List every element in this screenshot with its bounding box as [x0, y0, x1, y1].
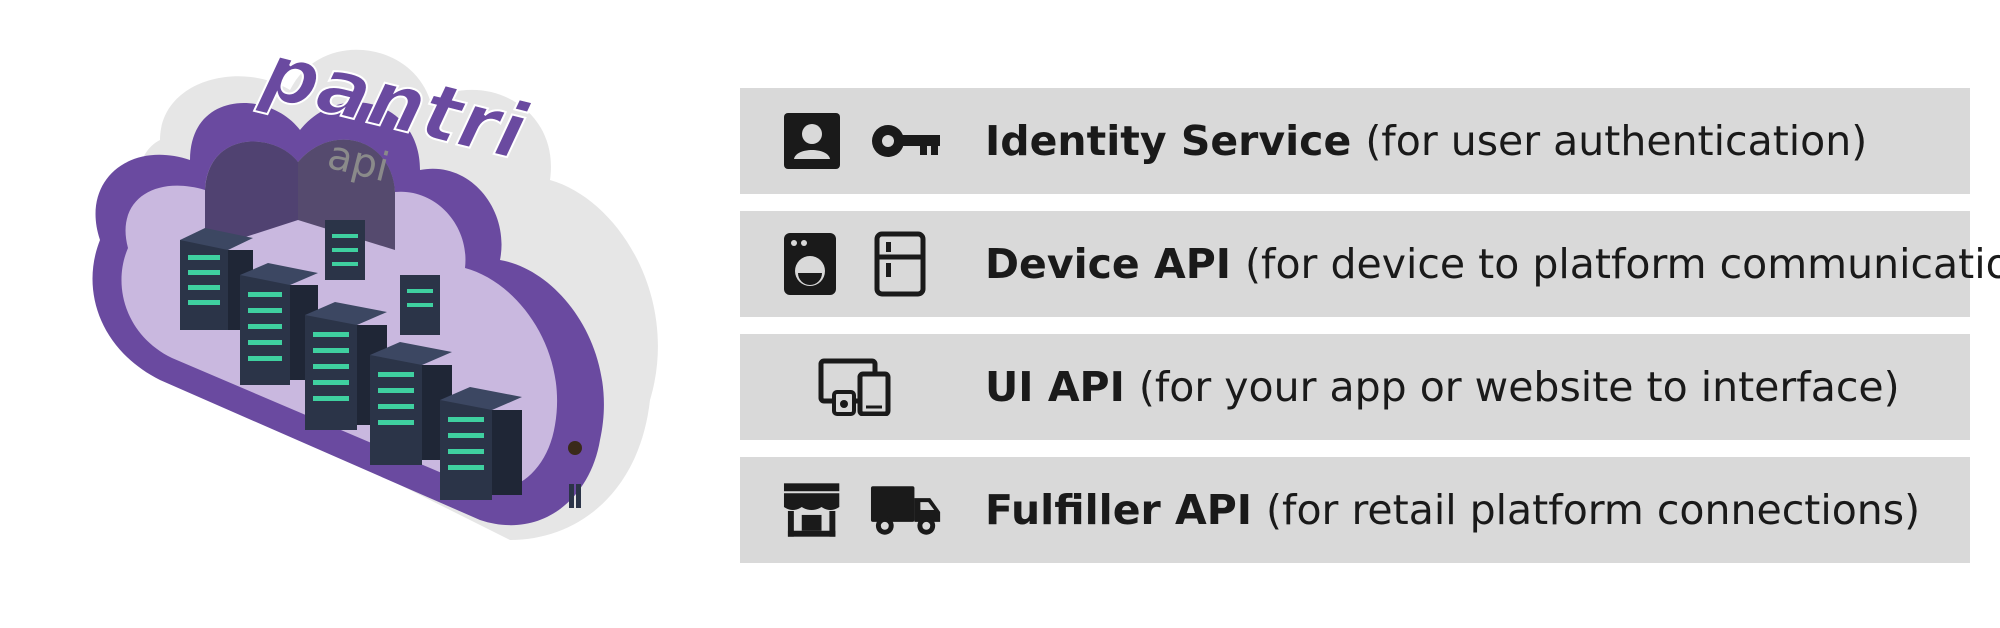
service-icons — [818, 334, 978, 440]
service-label: UI API (for your app or website to inter… — [985, 334, 1900, 440]
service-panel-identity: Identity Service (for user authenticatio… — [740, 88, 1970, 194]
service-note: (for retail platform connections) — [1266, 486, 1921, 534]
key-icon — [872, 125, 940, 157]
service-name: Identity Service — [985, 117, 1352, 165]
service-label: Fulfiller API (for retail platform conne… — [985, 457, 1920, 563]
server-rack — [370, 342, 452, 465]
person-figure — [568, 441, 582, 508]
service-list: Identity Service (for user authenticatio… — [740, 88, 2000, 580]
service-note: (for user authentication) — [1365, 117, 1868, 165]
user-card-icon — [784, 113, 840, 169]
service-icons — [782, 211, 942, 317]
service-icons — [782, 457, 942, 563]
server-rack — [400, 275, 440, 335]
washing-machine-icon — [784, 233, 836, 295]
service-icons — [782, 88, 942, 194]
service-panel-ui: UI API (for your app or website to inter… — [740, 334, 1970, 440]
cloud-illustration: pantri api — [92, 25, 658, 540]
devices-icon — [818, 358, 891, 416]
service-panel-fulfiller: Fulfiller API (for retail platform conne… — [740, 457, 1970, 563]
server-rack — [240, 263, 318, 385]
service-note: (for device to platform communication) — [1245, 240, 2000, 288]
server-rack — [440, 387, 522, 500]
server-racks — [180, 220, 522, 500]
cloud-back-wall-2 — [298, 139, 395, 250]
truck-icon — [870, 486, 941, 535]
service-label: Device API (for device to platform commu… — [985, 211, 2000, 317]
server-rack — [325, 220, 365, 280]
service-name: Fulfiller API — [985, 486, 1253, 534]
service-name: Device API — [985, 240, 1232, 288]
service-name: UI API — [985, 363, 1125, 411]
cloud-back-wall — [205, 141, 298, 250]
service-note: (for your app or website to interface) — [1138, 363, 1900, 411]
storefront-icon — [783, 483, 840, 537]
service-label: Identity Service (for user authenticatio… — [985, 88, 1867, 194]
fridge-icon — [874, 231, 926, 297]
service-panel-device: Device API (for device to platform commu… — [740, 211, 2000, 317]
